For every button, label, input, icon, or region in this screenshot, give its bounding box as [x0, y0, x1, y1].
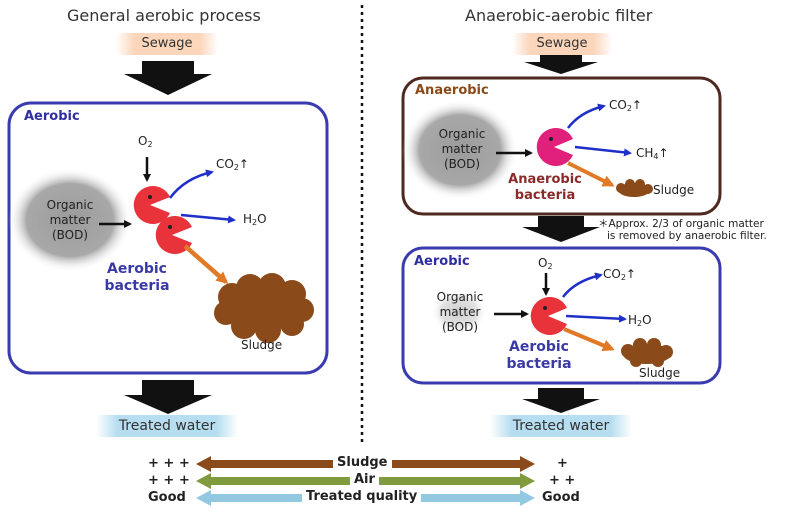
sludge-label-left: Sludge: [241, 338, 283, 352]
aerobic-bacteria-left-1: [133, 186, 170, 225]
h2o-label-right: H2O: [628, 313, 652, 328]
treated-water-label-left: Treated water: [96, 415, 238, 437]
flow-arrow-down-right-bottom: [522, 388, 600, 413]
left-panel-title: General aerobic process: [67, 6, 261, 25]
arrow-sludge-left: [183, 244, 229, 284]
sludge-right-level: +: [557, 456, 568, 471]
co2-label-anaerobic: CO2↑: [609, 98, 642, 113]
sludge-label-anaerobic: Sludge: [653, 183, 695, 197]
air-right-level: + +: [549, 473, 576, 488]
aerobic-zone-label-right: Aerobic: [414, 254, 470, 269]
comparison-quality-label: Treated quality: [302, 489, 422, 504]
arrow-co2-left: [169, 169, 214, 199]
sewage-label-right: Sewage: [512, 33, 612, 55]
aerobic-zone-label-left: Aerobic: [24, 109, 80, 124]
sludge-label-right: Sludge: [639, 366, 681, 380]
sludge-cloud-right: [621, 338, 673, 367]
arrow-ch4-anaerobic: [574, 145, 632, 157]
comparison-air-label: Air: [350, 472, 379, 487]
arrow-h2o-right: [565, 314, 627, 323]
treated-water-label-right: Treated water: [490, 415, 632, 437]
ch4-label-anaerobic: CH4↑: [636, 146, 669, 161]
comparison-sludge-label: Sludge: [333, 455, 392, 470]
anaerobic-bacteria: [536, 128, 573, 166]
organic-matter-blob-left: [8, 168, 132, 272]
organic-matter-blob-anaerobic: [402, 100, 518, 200]
o2-label-right: O2: [538, 256, 553, 271]
organic-matter-blob-right: [431, 290, 487, 334]
co2-label-right: CO2↑: [603, 267, 636, 282]
aerobic-bacteria-right: [530, 297, 567, 335]
flow-arrow-down-right-middle: [522, 216, 600, 242]
arrow-co2-right: [562, 272, 603, 298]
right-panel-title: Anaerobic-aerobic filter: [465, 6, 653, 25]
arrow-sludge-anaerobic: [567, 161, 615, 187]
aerobic-tank-left: [7, 101, 329, 375]
aerobic-tank-right: [401, 246, 722, 385]
sludge-cloud-anaerobic: [616, 179, 653, 197]
arrow-co2-anaerobic: [567, 103, 606, 129]
o2-label-left: O2: [138, 134, 153, 149]
arrow-sludge-right: [563, 327, 615, 352]
air-left-level: + + +: [148, 473, 190, 488]
flow-arrow-down-left-bottom: [124, 380, 212, 414]
arrow-h2o-left: [180, 213, 236, 224]
anaerobic-zone-label: Anaerobic: [415, 83, 489, 98]
sewage-label-left: Sewage: [116, 33, 218, 55]
h2o-label-left: H2O: [243, 212, 267, 227]
quality-right-level: Good: [542, 490, 580, 505]
aerobic-bacteria-left-2: [155, 216, 192, 255]
flow-arrow-down-right-top: [524, 55, 598, 74]
co2-label-left: CO2↑: [216, 157, 249, 172]
sludge-left-level: + + +: [148, 456, 190, 471]
sludge-cloud-left: [214, 273, 314, 343]
quality-left-level: Good: [148, 490, 186, 505]
flow-arrow-down-left-top: [124, 61, 212, 95]
